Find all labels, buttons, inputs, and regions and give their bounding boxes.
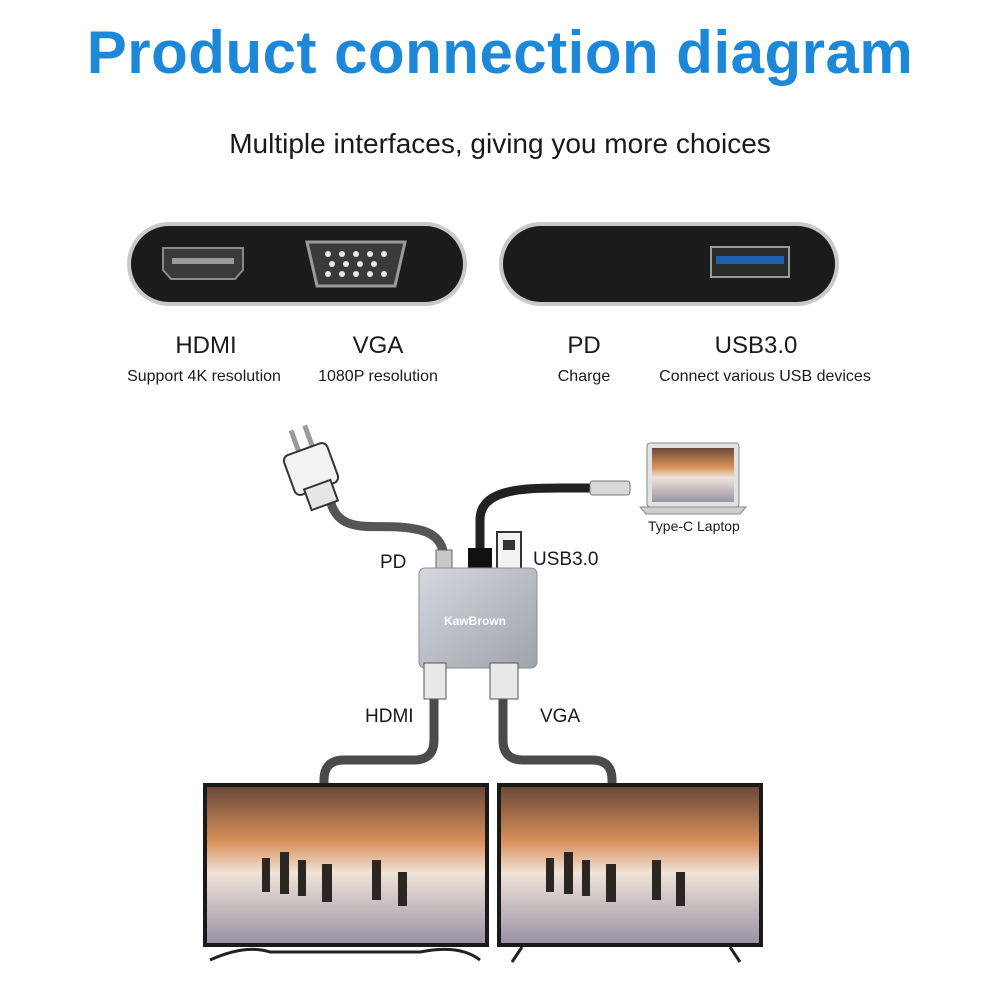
hub-brand-text: KawBrown (444, 614, 506, 628)
port-desc-vga: 1080P resolution (318, 368, 438, 385)
hdmi-port-icon (162, 247, 244, 280)
port-name-pd: PD (567, 332, 601, 359)
hdmi-vga-panel (127, 222, 467, 306)
monitor-vga (497, 783, 763, 963)
hdmi-cable (319, 685, 439, 795)
page-subtitle: Multiple interfaces, giving you more cho… (229, 128, 771, 159)
laptop-cable (475, 483, 595, 565)
port-desc-pd: Charge (557, 368, 611, 385)
port-desc-hdmi: Support 4K resolution (127, 368, 281, 385)
power-plug-icon (282, 424, 340, 512)
pd-cable (325, 495, 449, 565)
vga-cable (498, 685, 617, 795)
label-hdmi: HDMI (365, 706, 414, 727)
port-desc-usb: Connect various USB devices (659, 368, 871, 385)
port-name-usb: USB3.0 (714, 332, 798, 359)
port-name-vga: VGA (352, 332, 404, 359)
page-title: Product connection diagram (86, 19, 914, 86)
label-vga: VGA (540, 706, 581, 727)
usb-port-icon (710, 246, 790, 278)
laptop-icon (589, 442, 748, 515)
label-laptop: Type-C Laptop (648, 518, 740, 534)
port-name-hdmi: HDMI (175, 332, 237, 359)
vga-port-icon (305, 240, 407, 288)
label-usb: USB3.0 (533, 549, 599, 570)
monitor-hdmi (203, 783, 489, 962)
hub-adapter (418, 531, 538, 700)
label-pd: PD (380, 552, 407, 573)
pd-usb-panel (499, 222, 839, 306)
